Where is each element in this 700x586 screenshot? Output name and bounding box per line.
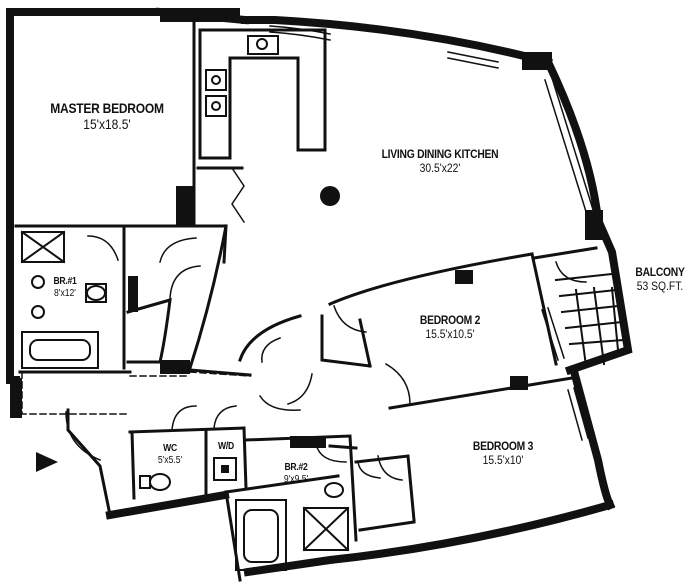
balcony-name: BALCONY bbox=[635, 265, 685, 279]
room-label-wc: WC 5'x5.5' bbox=[144, 443, 196, 466]
balcony-dims: 53 SQ.FT. bbox=[636, 278, 684, 293]
wc-name: WC bbox=[163, 443, 177, 454]
room-label-br2: BR.#2 9'x9.5' bbox=[270, 462, 322, 485]
structural-columns bbox=[10, 8, 603, 448]
fixtures bbox=[20, 35, 626, 571]
living-dims: 30.5'x22' bbox=[419, 160, 461, 175]
room-label-living: LIVING DINING KITCHEN 30.5'x22' bbox=[358, 147, 521, 176]
interior-walls bbox=[14, 18, 598, 582]
dashed-lines bbox=[21, 371, 251, 415]
room-label-wd: W/D bbox=[209, 441, 243, 453]
living-name: LIVING DINING KITCHEN bbox=[381, 147, 499, 161]
master-bedroom-name: MASTER BEDROOM bbox=[50, 100, 164, 116]
br2-name: BR.#2 bbox=[284, 462, 308, 473]
door-swings bbox=[65, 166, 587, 481]
wd-name: W/D bbox=[218, 441, 234, 452]
entry-arrow-icon bbox=[36, 452, 58, 472]
wc-dims: 5'x5.5' bbox=[157, 454, 183, 466]
br2-dims: 9'x9.5' bbox=[283, 473, 309, 485]
room-label-bedroom3: BEDROOM 3 15.5'x10' bbox=[447, 439, 559, 468]
bedroom2-dims: 15.5'x10.5' bbox=[425, 326, 475, 341]
master-bedroom-dims: 15'x18.5' bbox=[83, 116, 131, 133]
room-label-master-bedroom: MASTER BEDROOM 15'x18.5' bbox=[43, 100, 172, 132]
windows bbox=[269, 25, 596, 441]
br1-name: BR.#1 bbox=[53, 276, 77, 287]
round-column bbox=[320, 186, 340, 206]
bedroom3-name: BEDROOM 3 bbox=[472, 439, 534, 453]
room-label-bedroom2: BEDROOM 2 15.5'x10.5' bbox=[390, 313, 510, 342]
bedroom2-name: BEDROOM 2 bbox=[419, 313, 481, 327]
room-label-br1: BR.#1 8'x12' bbox=[44, 276, 87, 299]
room-label-balcony: BALCONY 53 SQ.FT. bbox=[627, 265, 692, 294]
exterior-walls bbox=[6, 7, 633, 577]
bedroom3-dims: 15.5'x10' bbox=[482, 452, 524, 467]
br1-dims: 8'x12' bbox=[54, 287, 76, 299]
